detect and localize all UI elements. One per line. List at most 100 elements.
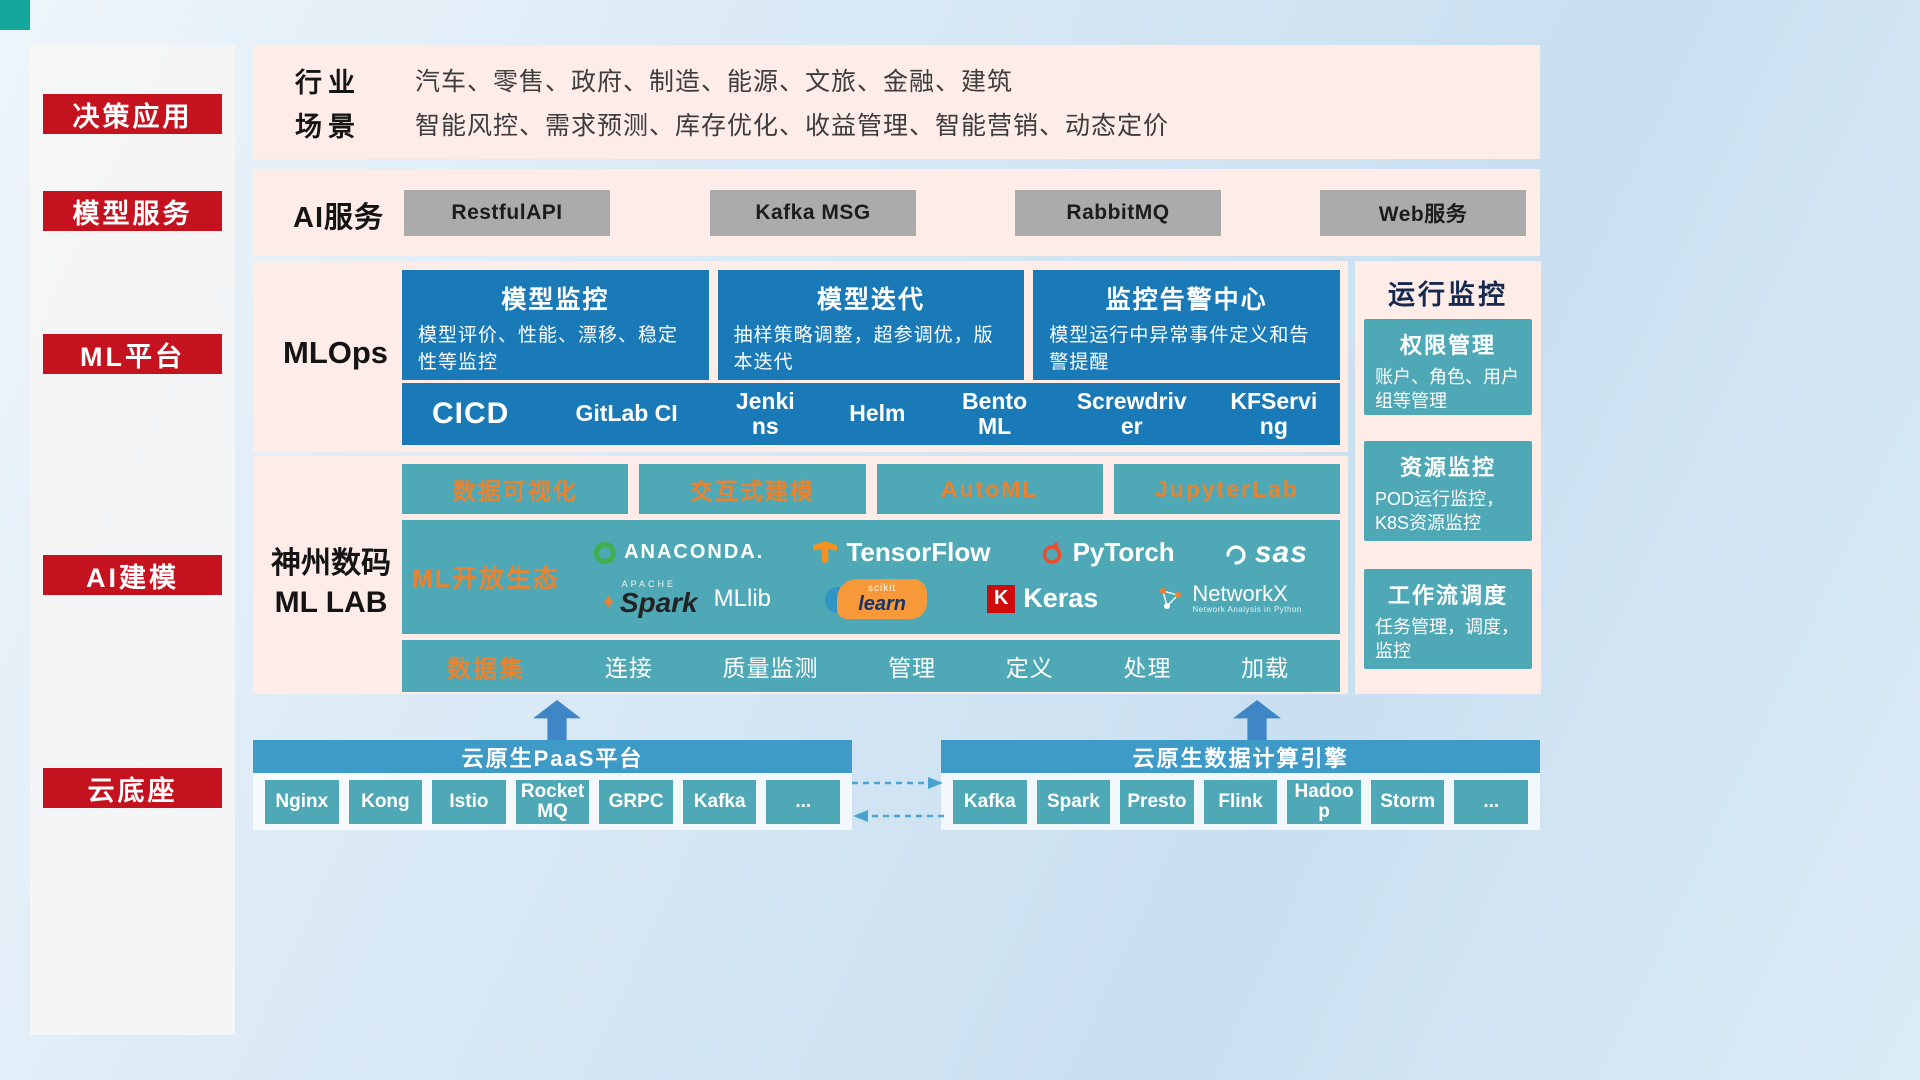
cicd-item-bentoml: BentoML <box>961 387 1028 439</box>
ml-ecosystem-logos: ANACONDA. TensorFlow PyTorch <box>570 536 1340 619</box>
spark-star-icon: ✦ <box>600 592 617 614</box>
left-category-rail: 决策应用 模型服务 ML平台 AI建模 云底座 <box>30 45 235 1035</box>
card-title: 资源监控 <box>1399 455 1496 480</box>
ml-ecosystem-label: ML开放生态 <box>411 565 561 593</box>
card-desc: 账户、角色、用户组等管理 <box>1375 367 1519 412</box>
scenario-row: 场景 智能风控、需求预测、库存优化、收益管理、智能营销、动态定价 <box>295 102 1540 146</box>
tensorflow-icon <box>813 540 838 564</box>
paas-chip-istio: Istio <box>432 779 506 824</box>
paas-chip-grpc: GRPC <box>599 779 673 824</box>
compute-header: 云原生数据计算引擎 <box>941 740 1540 773</box>
card-desc: 抽样策略调整，超参调优，版本迭代 <box>733 325 994 373</box>
card-desc: 任务管理，调度，监控 <box>1375 617 1519 662</box>
mlops-cards: 模型监控 模型评价、性能、漂移、稳定性等监控 模型迭代 抽样策略调整，超参调优，… <box>402 270 1341 380</box>
mllab-panel: 神州数码 ML LAB 数据可视化 交互式建模 AutoML JupyterLa… <box>253 456 1348 694</box>
dataset-item-load: 加载 <box>1241 655 1290 681</box>
networkx-logo-text: NetworkX <box>1192 581 1288 606</box>
anaconda-logo-text: ANACONDA. <box>624 541 765 563</box>
networkx-icon <box>1160 588 1182 610</box>
mllab-label-line1: 神州数码 <box>271 547 391 580</box>
scikit-learn-badge: scikit learn <box>837 578 928 619</box>
mllab-tools-row: 数据可视化 交互式建模 AutoML JupyterLab <box>402 464 1340 514</box>
networkx-subtitle: Network Analysis in Python <box>1192 605 1302 615</box>
compute-chip-kafka: Kafka <box>953 779 1027 824</box>
paas-header: 云原生PaaS平台 <box>253 740 852 773</box>
industry-scenario-panel: 行业 汽车、零售、政府、制造、能源、文旅、金融、建筑 场景 智能风控、需求预测、… <box>253 45 1540 159</box>
runtime-monitor-panel: 运行监控 权限管理 账户、角色、用户组等管理 资源监控 POD运行监控，K8S资… <box>1355 261 1541 694</box>
cicd-bar: CICD GitLab CI Jenkins Helm BentoML Scre… <box>402 383 1340 445</box>
learn-text: learn <box>858 592 907 615</box>
corner-accent <box>0 0 30 30</box>
ecosystem-logo-row-1: ANACONDA. TensorFlow PyTorch <box>570 536 1332 570</box>
cicd-item-kfserving: KFServing <box>1230 387 1318 439</box>
ai-service-chip-restfulapi: RestfulAPI <box>404 190 610 236</box>
tool-chip-data-visualization: 数据可视化 <box>402 464 629 514</box>
spark-logo: APACHE ✦ Spark <box>600 580 698 617</box>
category-badge-cloud-base: 云底座 <box>43 768 222 808</box>
mllab-label: 神州数码 ML LAB <box>265 544 397 622</box>
scikit-text: scikit <box>867 582 897 594</box>
compute-chip-storm: Storm <box>1370 779 1445 824</box>
resource-monitoring-card: 资源监控 POD运行监控，K8S资源监控 <box>1364 441 1532 541</box>
cicd-label: CICD <box>432 397 510 430</box>
mllib-text: MLlib <box>713 584 771 612</box>
sas-icon <box>1226 544 1246 565</box>
card-desc: 模型运行中异常事件定义和告警提醒 <box>1049 325 1310 373</box>
card-title: 工作流调度 <box>1387 583 1508 608</box>
model-monitoring-card: 模型监控 模型评价、性能、漂移、稳定性等监控 <box>402 270 709 380</box>
compute-chip-more: ... <box>1454 779 1529 824</box>
card-title: 模型迭代 <box>817 286 926 314</box>
keras-logo-text: Keras <box>1023 583 1099 613</box>
cicd-items: GitLab CI Jenkins Helm BentoML Screwdriv… <box>544 387 1340 440</box>
dataset-item-connect: 连接 <box>604 655 653 681</box>
compute-chip-flink: Flink <box>1203 779 1278 824</box>
keras-icon: K <box>987 584 1016 613</box>
tool-chip-jupyterlab: JupyterLab <box>1113 464 1340 514</box>
model-iteration-card: 模型迭代 抽样策略调整，超参调优，版本迭代 <box>717 270 1025 380</box>
up-arrow-compute <box>1233 700 1281 740</box>
industry-label: 行业 <box>295 67 361 98</box>
compute-chip-hadoop: Hadoop <box>1287 779 1361 824</box>
dataset-item-define: 定义 <box>1005 655 1054 681</box>
dashed-connector-arrows <box>852 777 944 822</box>
card-desc: 模型评价、性能、漂移、稳定性等监控 <box>418 325 679 373</box>
sas-logo: sas <box>1223 536 1308 570</box>
paas-chip-more: ... <box>766 779 841 824</box>
spark-mllib-logo: APACHE ✦ Spark MLlib <box>600 580 771 617</box>
apache-text: APACHE <box>621 579 677 589</box>
ai-service-chip-kafka-msg: Kafka MSG <box>710 190 916 236</box>
permission-management-card: 权限管理 账户、角色、用户组等管理 <box>1364 319 1532 415</box>
card-title: 模型监控 <box>501 286 610 314</box>
ai-service-chip-rabbitmq: RabbitMQ <box>1015 190 1221 236</box>
ecosystem-logo-row-2: APACHE ✦ Spark MLlib scikit learn <box>570 578 1332 619</box>
pytorch-icon <box>1042 541 1061 564</box>
compute-chip-row: Kafka Spark Presto Flink Hadoop Storm ..… <box>941 773 1540 830</box>
tool-chip-automl: AutoML <box>876 464 1103 514</box>
anaconda-logo: ANACONDA. <box>594 541 764 564</box>
scenario-value: 智能风控、需求预测、库存优化、收益管理、智能营销、动态定价 <box>415 112 1170 140</box>
dataset-bar: 数据集 连接 质量监测 管理 定义 处理 加载 <box>402 640 1340 692</box>
pytorch-logo-text: PyTorch <box>1072 537 1175 567</box>
tensorflow-logo-text: TensorFlow <box>846 537 991 567</box>
compute-chip-presto: Presto <box>1120 779 1194 824</box>
cicd-item-jenkins: Jenkins <box>735 387 795 439</box>
category-badge-ai-modeling: AI建模 <box>43 555 222 595</box>
keras-logo: K Keras <box>987 583 1098 614</box>
tool-chip-interactive-modeling: 交互式建模 <box>639 464 866 514</box>
category-badge-decision-apps: 决策应用 <box>43 94 222 134</box>
category-badge-ml-platform: ML平台 <box>43 334 222 374</box>
mlops-label: MLOps <box>283 335 389 370</box>
paas-chip-nginx: Nginx <box>265 779 339 824</box>
paas-chip-row: Nginx Kong Istio RocketMQ GRPC Kafka ... <box>253 773 852 830</box>
tensorflow-logo: TensorFlow <box>812 537 990 568</box>
anaconda-icon <box>594 541 617 564</box>
spark-logo-text: Spark <box>619 587 698 618</box>
sas-logo-text: sas <box>1254 535 1308 569</box>
runtime-monitor-title: 运行监控 <box>1388 280 1508 310</box>
scikit-learn-logo: scikit learn <box>825 578 928 619</box>
card-title: 监控告警中心 <box>1105 286 1268 314</box>
category-badge-model-service: 模型服务 <box>43 191 222 231</box>
workflow-scheduling-card: 工作流调度 任务管理，调度，监控 <box>1364 569 1532 669</box>
card-desc: POD运行监控，K8S资源监控 <box>1375 489 1505 534</box>
